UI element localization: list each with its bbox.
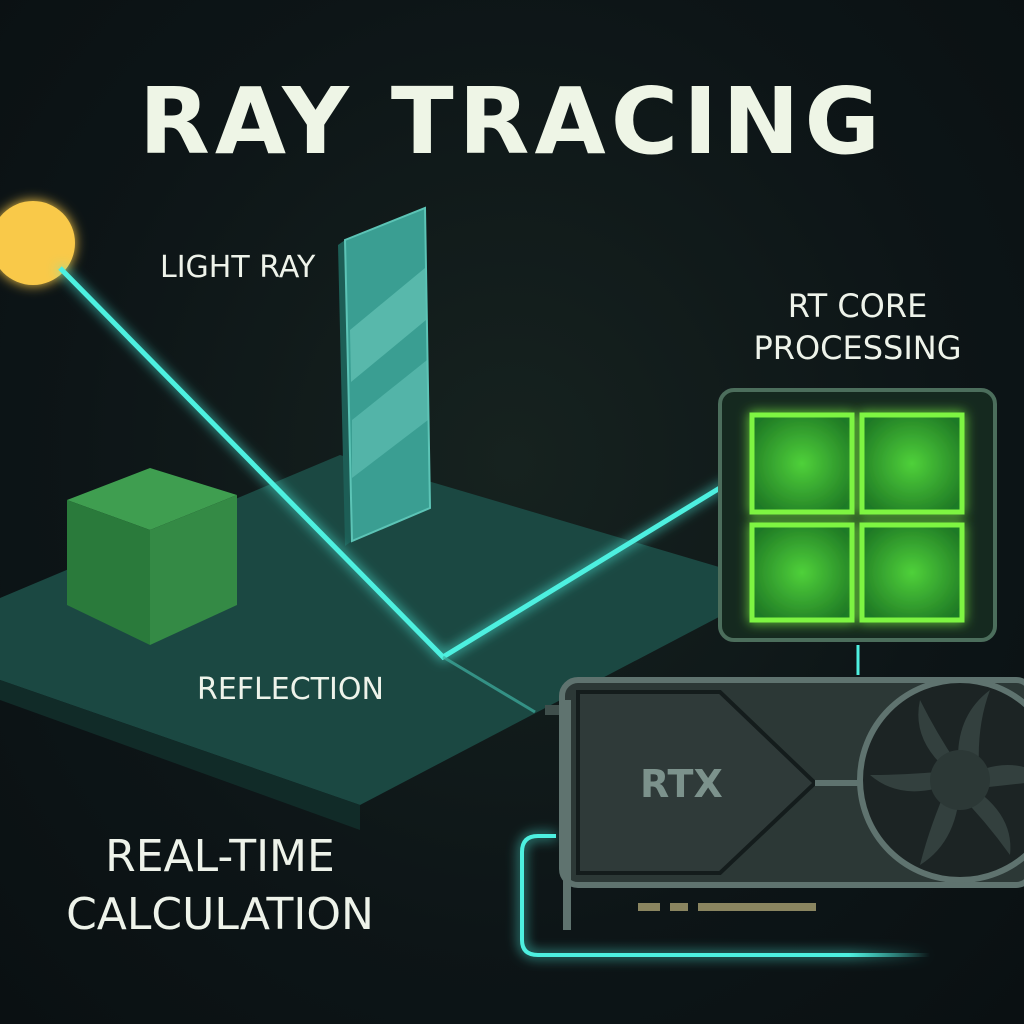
label-realtime-line1: REAL-TIME xyxy=(105,831,335,882)
label-rt-core-line1: RT CORE xyxy=(787,287,928,325)
label-realtime: REAL-TIME CALCULATION xyxy=(40,828,400,944)
pcie-connector xyxy=(638,903,816,911)
title: RAY TRACING xyxy=(139,68,885,175)
floor-edge xyxy=(0,680,360,830)
cube xyxy=(67,468,237,645)
light-source xyxy=(0,201,75,285)
gpu-card xyxy=(545,677,1024,930)
cyan-wire xyxy=(520,834,930,957)
label-rt-core: RT CORE PROCESSING xyxy=(720,285,995,369)
label-light-ray: LIGHT RAY xyxy=(160,250,316,285)
rt-core-chip xyxy=(718,388,997,642)
mirror-panel xyxy=(338,206,432,546)
gpu-brand-label: RTX xyxy=(640,762,723,806)
label-realtime-line2: CALCULATION xyxy=(66,889,374,940)
label-reflection: REFLECTION xyxy=(197,672,384,707)
fan-icon xyxy=(857,677,1024,883)
label-rt-core-line2: PROCESSING xyxy=(753,329,962,367)
reflection-ray xyxy=(442,655,536,714)
